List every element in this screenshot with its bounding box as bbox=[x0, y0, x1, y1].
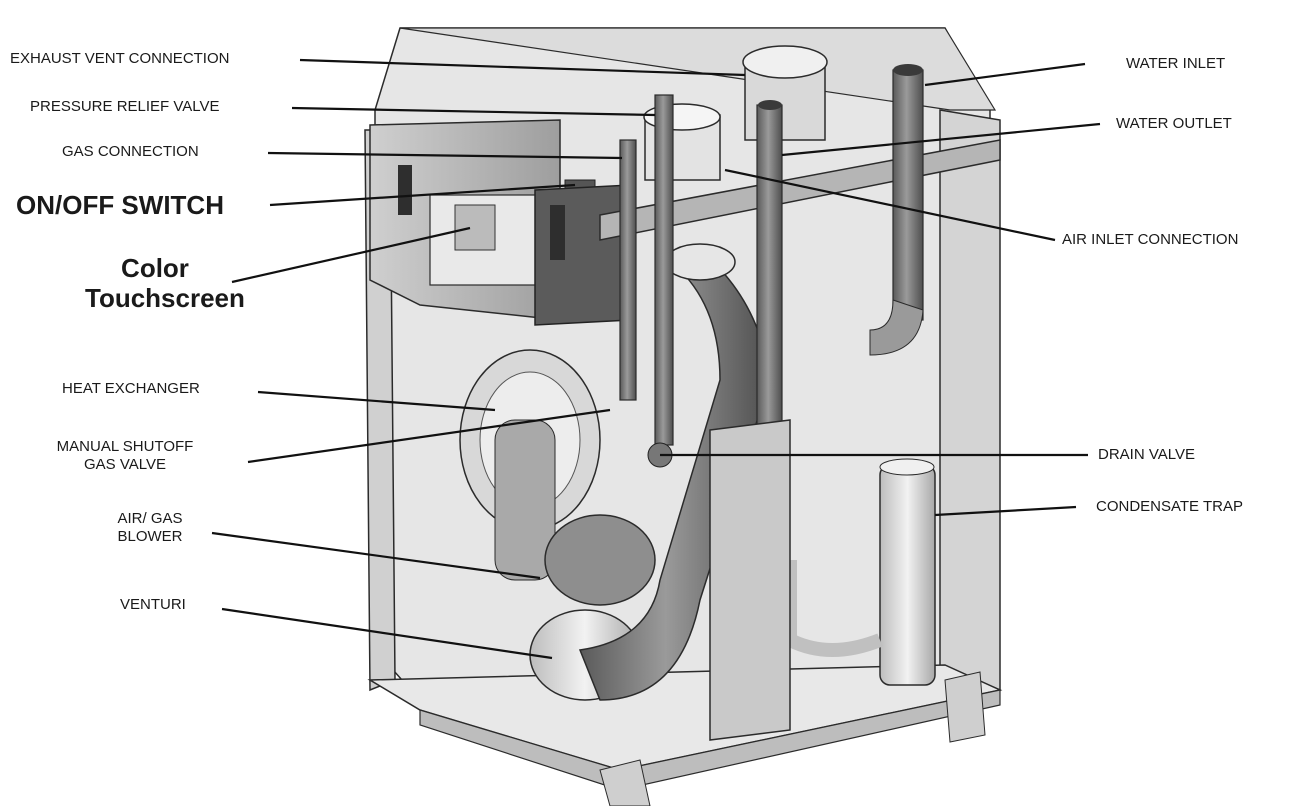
label-exhaust-vent-connection: EXHAUST VENT CONNECTION bbox=[10, 50, 230, 67]
leader-exhaust-vent bbox=[299, 58, 746, 77]
leader-manual-shutoff bbox=[247, 408, 611, 464]
label-condensate-trap: CONDENSATE TRAP bbox=[1096, 498, 1243, 515]
touchscreen-display bbox=[454, 204, 496, 251]
leader-venturi bbox=[221, 607, 553, 660]
exhaust-vent-rim bbox=[742, 45, 828, 79]
pressure-relief-pipe bbox=[654, 94, 674, 446]
condensate-trap-top bbox=[879, 458, 935, 476]
right-side-panel bbox=[939, 109, 1001, 692]
burner-plate bbox=[494, 419, 556, 581]
leader-lines bbox=[211, 58, 1101, 660]
condensate-drain-hose bbox=[783, 560, 883, 657]
leader-water-outlet bbox=[781, 122, 1101, 157]
label-gas-connection: GAS CONNECTION bbox=[62, 143, 199, 160]
gas-connection-pipe bbox=[619, 139, 637, 401]
water-inlet-pipe bbox=[892, 69, 924, 321]
duct-top-collar bbox=[664, 243, 736, 281]
label-air-gas-blower: AIR/ GAS BLOWER bbox=[100, 510, 200, 546]
water-inlet-elbow bbox=[869, 299, 924, 356]
leader-condensate-trap bbox=[934, 505, 1077, 517]
condensate-trap-body bbox=[879, 464, 936, 686]
leader-water-inlet bbox=[924, 62, 1086, 87]
blower-housing bbox=[544, 514, 656, 606]
leader-air-inlet bbox=[724, 168, 1056, 242]
water-outlet-cap bbox=[758, 100, 782, 110]
label-air-gas-blower-line2: BLOWER bbox=[117, 528, 183, 545]
label-heat-exchanger: HEAT EXCHANGER bbox=[62, 380, 200, 397]
label-venturi: VENTURI bbox=[120, 596, 186, 613]
leader-air-gas-blower bbox=[211, 531, 541, 580]
label-color-touchscreen-line1: Color bbox=[121, 253, 189, 283]
leader-gas-connection bbox=[267, 151, 623, 160]
leader-on-off-switch bbox=[269, 183, 576, 207]
label-water-outlet: WATER OUTLET bbox=[1116, 115, 1232, 132]
front-support-column bbox=[709, 419, 791, 741]
electrical-box-window bbox=[550, 205, 565, 260]
label-manual-shutoff-line1: MANUAL SHUTOFF bbox=[56, 438, 194, 455]
label-water-inlet: WATER INLET bbox=[1126, 55, 1226, 72]
water-outlet-pipe bbox=[756, 104, 783, 436]
water-piping bbox=[619, 64, 924, 446]
leader-pressure-relief bbox=[291, 106, 656, 117]
leader-color-touchscreen bbox=[231, 226, 471, 284]
leader-heat-exchanger bbox=[257, 390, 496, 412]
heat-exchanger-assembly bbox=[459, 349, 601, 581]
pallet-foot-right bbox=[944, 671, 986, 743]
label-color-touchscreen-line2: Touchscreen bbox=[85, 283, 245, 313]
label-color-touchscreen: Color Touchscreen bbox=[85, 253, 245, 313]
electrical-box bbox=[534, 184, 631, 326]
label-on-off-switch: ON/OFF SWITCH bbox=[16, 190, 224, 220]
label-air-gas-blower-line1: AIR/ GAS bbox=[117, 510, 183, 527]
cabinet-window bbox=[398, 165, 412, 215]
label-pressure-relief-valve: PRESSURE RELIEF VALVE bbox=[30, 98, 220, 115]
label-drain-valve: DRAIN VALVE bbox=[1098, 446, 1195, 463]
label-manual-shutoff-gas-valve: MANUAL SHUTOFF GAS VALVE bbox=[50, 438, 200, 474]
water-inlet-cap bbox=[893, 64, 923, 76]
label-air-inlet-connection: AIR INLET CONNECTION bbox=[1062, 231, 1239, 248]
control-section bbox=[369, 119, 631, 326]
condensate-trap-assembly bbox=[783, 458, 936, 686]
label-manual-shutoff-line2: GAS VALVE bbox=[84, 456, 166, 473]
